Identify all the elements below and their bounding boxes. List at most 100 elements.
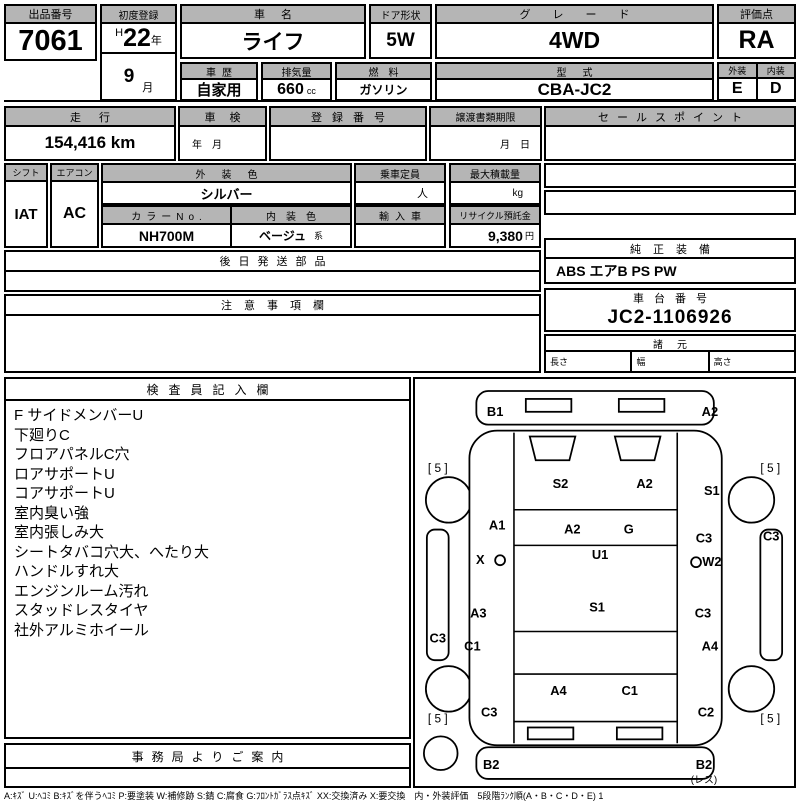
registration-number-cell: 登録番号 (269, 106, 427, 161)
grade-cell: グレード 4WD (435, 4, 714, 59)
genuine-equipment-cell: 純正装備 ABS エアB PS PW (544, 238, 796, 284)
inspector-note: コアサポートU (14, 485, 115, 502)
door-shape-label: ドア形状 (371, 6, 430, 24)
recycle-deposit-wrap: 9,380 円 (451, 225, 539, 246)
capacity-label: 乗車定員 (356, 165, 444, 183)
shift-cell: シフト IAT (4, 163, 48, 248)
month-unit: 月 (142, 82, 154, 94)
mileage-value: 154,416 km (44, 133, 136, 152)
rear-bumper-shape (475, 746, 715, 780)
first-registration-label: 初度登録 (102, 6, 175, 24)
damage-label: S2 (553, 476, 569, 491)
interior-color-cell: 内装色 ベージュ 系 (230, 205, 352, 248)
color-number-label: カラーNo. (103, 207, 230, 225)
marker-circle-icon (494, 554, 506, 567)
front-grille-shape (524, 398, 573, 413)
chassis-number-label: 車台番号 (546, 290, 794, 305)
score-cell: 評価点 RA (717, 4, 796, 59)
car-body-shape (468, 429, 723, 747)
later-parts-label: 後日発送部品 (6, 252, 539, 272)
first-registration-year: H 22 年 (102, 24, 175, 52)
sales-point-label: セールスポイント (546, 108, 794, 127)
import-car-label: 輸入車 (356, 207, 444, 225)
capacity-cell: 乗車定員 人 (354, 163, 446, 205)
door-shape-cell: ドア形状 5W (369, 4, 432, 59)
capacity-unit: 人 (417, 188, 428, 200)
color-number-value: NH700M (138, 227, 195, 244)
damage-label: B2 (483, 757, 499, 772)
caution-notes-value (6, 316, 539, 371)
score-value: RA (738, 26, 775, 54)
damage-label: C3 (696, 530, 712, 545)
damage-label: U1 (592, 547, 608, 562)
tire-rear-left-icon (424, 665, 473, 713)
damage-label: C3 (695, 606, 711, 621)
recycle-deposit-unit: 円 (524, 231, 534, 241)
sales-point-cell: セールスポイント (544, 106, 796, 161)
color-number-cell: カラーNo. NH700M (101, 205, 232, 248)
front-grille-shape (617, 398, 666, 413)
inspector-note: ハンドルすれ大 (14, 563, 120, 580)
interior-color-wrap: ベージュ 系 (232, 225, 350, 246)
caution-notes-label: 注意事項欄 (6, 296, 539, 316)
exterior-color-value: シルバー (200, 186, 253, 202)
exterior-label: 外装 (719, 64, 756, 79)
spec-label: 諸元 (546, 336, 794, 352)
fuel-cell: 燃料 ガソリン (335, 62, 432, 101)
spare-tire-note: (レス) (691, 775, 717, 786)
inspector-note: F サイドメンバーU (14, 407, 144, 424)
right-rocker-panel-shape (759, 528, 784, 662)
tire-rear-right-icon (727, 665, 776, 713)
taillight-shape (526, 726, 575, 741)
inspector-note: エンジンルーム汚れ (14, 582, 149, 600)
damage-label: C3 (763, 528, 779, 543)
aircon-cell: エアコン AC (50, 163, 99, 248)
score-label: 評価点 (719, 6, 794, 24)
transfer-deadline-value: 月 日 (500, 139, 530, 151)
headlight-shape (613, 435, 662, 462)
auction-number-value: 7061 (18, 25, 83, 57)
car-damage-diagram: B1 A2 [ 5 ] [ 5 ] S1 S2 A2 A1 A2 G C3 C3… (423, 390, 784, 786)
inspector-note: スタッドレスタイヤ (14, 602, 149, 619)
max-load-unit: kg (512, 187, 523, 199)
marker-circle-icon (690, 556, 702, 569)
inspector-note: フロアパネルC穴 (14, 446, 130, 463)
spec-cell: 諸元 長さ 幅 高さ (544, 334, 796, 373)
damage-label: C3 (481, 705, 497, 720)
max-load-cell: 最大積載量 kg (449, 163, 541, 205)
exterior-color-cell: 外装色 シルバー (101, 163, 352, 205)
shift-label: シフト (6, 165, 46, 182)
door-shape-value: 5W (386, 29, 415, 51)
tread-depth-label: [ 5 ] (428, 461, 448, 475)
shift-value: IAT (14, 205, 38, 223)
displacement-value-wrap: 660 cc (263, 80, 330, 99)
office-info-label: 事務局よりご案内 (6, 745, 409, 769)
headlight-shape (528, 435, 577, 462)
damage-label: A4 (702, 638, 719, 653)
damage-diagram-cell: B1 A2 [ 5 ] [ 5 ] S1 S2 A2 A1 A2 G C3 C3… (413, 377, 796, 788)
model-code-value: CBA-JC2 (537, 80, 612, 99)
section-divider (4, 100, 796, 102)
damage-label: A1 (489, 518, 505, 533)
later-parts-cell: 後日発送部品 (4, 250, 541, 292)
displacement-unit: cc (306, 86, 316, 96)
damage-label: A2 (636, 476, 652, 491)
damage-label: C3 (430, 630, 446, 645)
damage-code-legend: A:ｷｽﾞ U:ﾍｺﾐ B:ｷｽﾞを伴うﾍｺﾐ P:要塗装 W:補修跡 S:錆 … (4, 791, 604, 801)
office-info-value (6, 769, 409, 786)
displacement-label: 排気量 (263, 64, 330, 80)
first-reg-month-value: 9 (123, 65, 135, 87)
inspector-note: 社外アルミホイール (14, 621, 149, 639)
office-info-cell: 事務局よりご案内 (4, 743, 411, 788)
genuine-equipment-value: ABS エアB PS PW (556, 262, 677, 279)
interior-label: 内装 (757, 64, 794, 79)
first-reg-year-value: 22 (123, 24, 151, 52)
later-parts-value (6, 272, 539, 290)
taillight-shape (615, 726, 664, 741)
damage-label: C2 (698, 705, 714, 720)
damage-label: A4 (550, 683, 567, 698)
sales-point-extra-row (544, 163, 796, 188)
registration-number-value (271, 127, 425, 159)
damage-label: A2 (702, 404, 718, 419)
